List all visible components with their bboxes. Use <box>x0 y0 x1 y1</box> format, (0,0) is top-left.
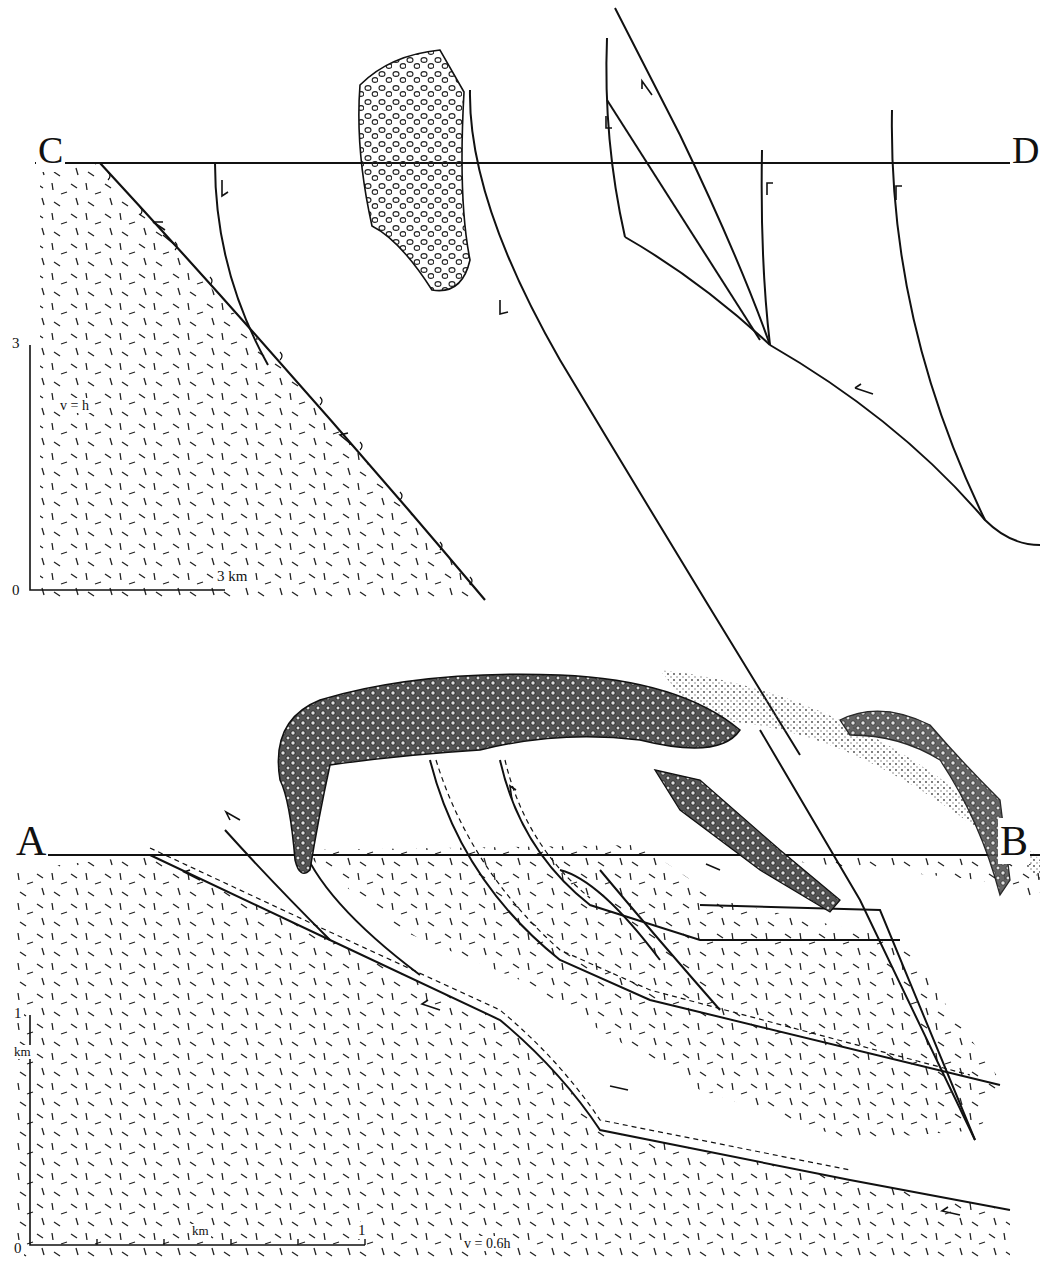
section-end-letter: A <box>14 818 48 864</box>
scale-label: 1 <box>356 1222 368 1239</box>
scale-label: v = h <box>58 398 91 413</box>
scale-label: 3 km <box>215 568 249 585</box>
scale-label: v = 0.6h <box>462 1236 512 1251</box>
scale-label: km <box>190 1224 211 1238</box>
scale-label: 0 <box>12 1240 24 1257</box>
scale-label: 1 <box>12 1005 24 1022</box>
scale-label: 3 <box>10 335 22 352</box>
section-end-letter: C <box>36 130 65 172</box>
scale-label: km <box>12 1045 33 1059</box>
section-end-letter: B <box>998 818 1030 864</box>
scale-label: 0 <box>10 582 22 599</box>
section-end-letter: D <box>1010 130 1041 172</box>
